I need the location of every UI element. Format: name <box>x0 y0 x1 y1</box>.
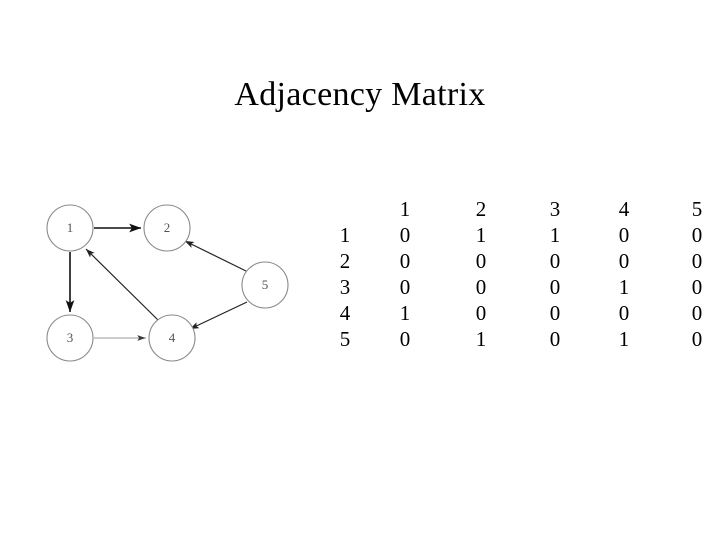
graph-node-3-label: 3 <box>67 330 74 345</box>
matrix-cell-2-3: 0 <box>549 249 561 273</box>
matrix-row: 2 0 0 0 0 0 <box>326 248 714 274</box>
matrix-cell-2-2: 0 <box>475 249 487 273</box>
graph-node-5 <box>241 261 289 309</box>
matrix-cell-2-5: 0 <box>691 249 703 273</box>
graph-node-2-label: 2 <box>164 220 171 235</box>
graph-node-4-label: 4 <box>169 330 176 345</box>
matrix-cell-1-2: 1 <box>475 223 487 247</box>
page-title: Adjacency Matrix <box>234 76 486 113</box>
matrix-row-label-4: 4 <box>339 301 351 325</box>
matrix-cell-1-1: 0 <box>399 223 411 247</box>
matrix-cell-1-3: 1 <box>549 223 561 247</box>
matrix-cell-5-1: 0 <box>399 327 411 351</box>
matrix-column-header-4: 4 <box>618 197 630 221</box>
matrix-cell-4-1: 1 <box>399 301 411 325</box>
matrix-cell-4-5: 0 <box>691 301 703 325</box>
matrix-cell-3-5: 0 <box>691 275 703 299</box>
matrix-cell-1-4: 0 <box>618 223 630 247</box>
graph-edge-5-to-2 <box>184 240 247 272</box>
matrix-cell-5-4: 1 <box>618 327 630 351</box>
graph-edge-5-to-4 <box>189 301 248 330</box>
matrix-row: 3 0 0 0 1 0 <box>326 274 714 300</box>
matrix-row: 4 1 0 0 0 0 <box>326 300 714 326</box>
matrix-cell-4-3: 0 <box>549 301 561 325</box>
matrix-column-header-5: 5 <box>691 197 703 221</box>
matrix-column-header-2: 2 <box>475 197 487 221</box>
graph-node-2 <box>143 204 191 252</box>
adjacency-matrix-table: 1 2 3 4 5 1 0 1 1 0 0 2 0 0 0 0 0 3 0 <box>326 196 714 368</box>
matrix-row-label-3: 3 <box>339 275 351 299</box>
matrix-row-label-2: 2 <box>339 249 351 273</box>
matrix-cell-5-2: 1 <box>475 327 487 351</box>
matrix-cell-4-2: 0 <box>475 301 487 325</box>
matrix-row-label-5: 5 <box>339 327 351 351</box>
graph-node-1-label: 1 <box>67 220 74 235</box>
matrix-cell-5-3: 0 <box>549 327 561 351</box>
directed-graph-figure: 1 2 3 4 5 <box>18 186 318 386</box>
graph-node-3 <box>46 314 94 362</box>
matrix-cell-4-4: 0 <box>618 301 630 325</box>
matrix-row: 1 0 1 1 0 0 <box>326 222 714 248</box>
graph-node-1 <box>46 204 94 252</box>
matrix-row: 5 0 1 0 1 0 <box>326 326 714 352</box>
graph-node-5-label: 5 <box>262 277 269 292</box>
matrix-cell-3-1: 0 <box>399 275 411 299</box>
matrix-header-row: 1 2 3 4 5 <box>326 196 714 222</box>
matrix-cell-3-4: 1 <box>618 275 630 299</box>
matrix-cell-3-2: 0 <box>475 275 487 299</box>
graph-node-4 <box>148 314 196 362</box>
matrix-row-label-1: 1 <box>339 223 351 247</box>
graph-edge-4-to-1 <box>85 248 159 321</box>
matrix-column-header-1: 1 <box>399 197 411 221</box>
matrix-cell-2-1: 0 <box>399 249 411 273</box>
matrix-cell-5-5: 0 <box>691 327 703 351</box>
graph-svg: 1 2 3 4 5 <box>46 204 289 362</box>
matrix-cell-3-3: 0 <box>549 275 561 299</box>
matrix-cell-1-5: 0 <box>691 223 703 247</box>
matrix-column-header-3: 3 <box>549 197 561 221</box>
matrix-cell-2-4: 0 <box>618 249 630 273</box>
